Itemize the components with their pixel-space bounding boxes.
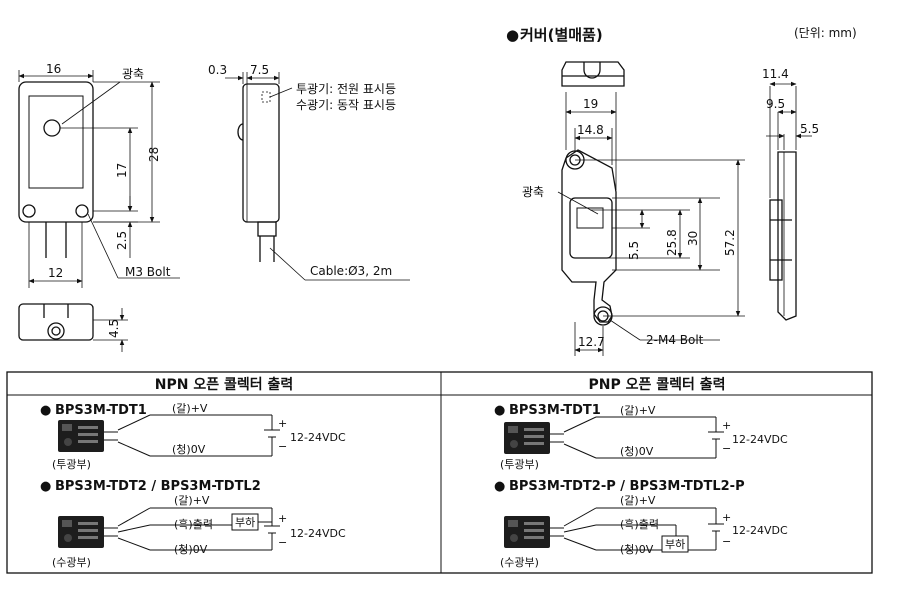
dim-11-4: 11.4 — [762, 67, 789, 81]
dim-57-2: 57.2 — [723, 229, 737, 256]
m4-bolt-label: 2-M4 Bolt — [646, 333, 704, 347]
npn-block-1: BPS3M-TDT1 ● (갈)+V (청)0V (투광부) + − 12-24… — [40, 401, 346, 471]
cover-front-view — [561, 149, 617, 326]
front-view — [18, 81, 94, 258]
svg-text:−: − — [278, 536, 287, 549]
dim-12-7: 12.7 — [578, 335, 605, 349]
npn1-blue: (청)0V — [172, 443, 206, 456]
pnp1-brown: (갈)+V — [620, 403, 656, 417]
svg-text:+: + — [278, 417, 287, 430]
npn1-unit: (투광부) — [52, 458, 91, 471]
pnp2-black: (흑)출력 — [620, 517, 659, 531]
dim-5-5-h: 5.5 — [800, 122, 819, 136]
front-view-dims — [18, 70, 180, 288]
dim-2-5: 2.5 — [115, 231, 129, 250]
svg-text:●: ● — [494, 479, 505, 494]
npn2-brown: (갈)+V — [174, 493, 210, 507]
sensor-window — [28, 95, 84, 189]
npn2-unit: (수광부) — [52, 556, 91, 569]
dim-12: 12 — [48, 266, 63, 280]
emitter-indicator-label: 투광기: 전원 표시등 — [296, 82, 396, 96]
npn2-load: 부하 — [235, 515, 255, 529]
svg-text:+: + — [722, 511, 731, 524]
pnp2-unit: (수광부) — [500, 556, 539, 569]
svg-text:●: ● — [40, 403, 51, 418]
bolt-hole-left — [22, 204, 36, 218]
cover-side-view — [769, 151, 797, 321]
dim-28: 28 — [147, 147, 161, 162]
dim-5-5-v: 5.5 — [627, 241, 641, 260]
pnp-model-2: BPS3M-TDT2-P / BPS3M-TDTL2-P — [509, 479, 745, 494]
npn1-brown: (갈)+V — [172, 401, 208, 415]
cover-title: 커버(별매품) — [520, 26, 603, 44]
pnp2-blue: (청)0V — [620, 543, 654, 556]
dim-17: 17 — [115, 163, 129, 178]
npn2-blue: (청)0V — [174, 543, 208, 556]
svg-text:+: + — [278, 512, 287, 525]
cable-spec-label: Cable:Ø3, 2m — [310, 264, 392, 278]
pnp2-vdc: 12-24VDC — [732, 524, 788, 537]
svg-text:+: + — [722, 419, 731, 432]
pnp1-vdc: 12-24VDC — [732, 433, 788, 446]
cover-top-view — [561, 61, 625, 87]
npn-model-1: BPS3M-TDT1 — [55, 403, 147, 418]
bottom-view — [18, 303, 94, 341]
dim-16: 16 — [46, 62, 61, 76]
optical-axis-hole — [43, 119, 61, 137]
optical-axis-label: 광축 — [122, 67, 144, 81]
dim-0-3: 0.3 — [208, 63, 227, 77]
npn2-vdc: 12-24VDC — [290, 527, 346, 540]
dim-9-5: 9.5 — [766, 97, 785, 111]
svg-text:−: − — [722, 535, 731, 548]
pnp-model-1: BPS3M-TDT1 — [509, 403, 601, 418]
svg-text:−: − — [278, 440, 287, 453]
pnp1-unit: (투광부) — [500, 458, 539, 471]
pnp2-load: 부하 — [665, 537, 685, 551]
npn1-vdc: 12-24VDC — [290, 431, 346, 444]
dim-4-5: 4.5 — [107, 319, 121, 338]
pnp-block-1: ● BPS3M-TDT1 (갈)+V (청)0V (투광부) + − 12-24… — [494, 403, 788, 471]
npn2-black: (흑)출력 — [174, 517, 213, 531]
side-view — [237, 83, 280, 262]
receiver-indicator-label: 수광기: 동작 표시등 — [296, 98, 396, 112]
npn-block-2: ● BPS3M-TDT2 / BPS3M-TDTL2 (갈)+V (흑)출력 부… — [40, 479, 346, 569]
unit-label: (단위: mm) — [794, 26, 857, 40]
wiring-table — [6, 371, 873, 574]
dim-7-5: 7.5 — [250, 63, 269, 77]
pnp1-blue: (청)0V — [620, 445, 654, 458]
m3-bolt-label: M3 Bolt — [125, 265, 171, 279]
pnp-block-2: ● BPS3M-TDT2-P / BPS3M-TDTL2-P (갈)+V (흑)… — [494, 479, 788, 569]
pnp-header: PNP 오픈 콜렉터 출력 — [588, 376, 725, 393]
dim-30: 30 — [686, 231, 700, 246]
dim-19: 19 — [583, 97, 598, 111]
sensor-body-front — [18, 81, 94, 223]
npn-model-2: BPS3M-TDT2 / BPS3M-TDTL2 — [55, 479, 261, 494]
svg-text:−: − — [722, 442, 731, 455]
bolt-hole-right — [75, 204, 89, 218]
svg-text:●: ● — [494, 403, 505, 418]
npn-header: NPN 오픈 콜렉터 출력 — [155, 376, 293, 393]
svg-text:●: ● — [40, 479, 51, 494]
dim-25-8: 25.8 — [665, 229, 679, 256]
dim-14-8: 14.8 — [577, 123, 604, 137]
cover-optical-axis-label: 광축 — [522, 185, 544, 199]
cover-bullet: ● — [506, 26, 519, 44]
pnp2-brown: (갈)+V — [620, 493, 656, 507]
